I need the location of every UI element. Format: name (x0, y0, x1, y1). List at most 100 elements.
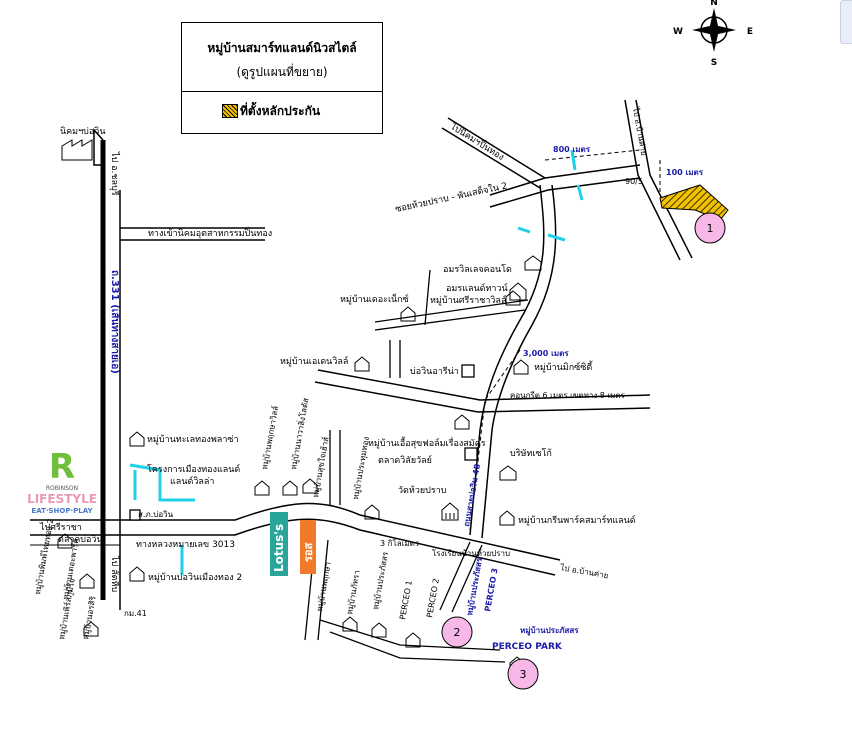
legend-divider (182, 91, 382, 92)
label-market-bo-win: ตลาดบ่อวิน (58, 534, 103, 545)
house-icon (282, 480, 298, 496)
pos-badge: รอส (300, 520, 316, 574)
label-ban-sapan: หมู่บ้านประภัสสร (371, 550, 391, 610)
road-to-pinthong (120, 227, 265, 241)
compass-north: N (710, 0, 718, 8)
label-pond: บ่อวินอารีน่า (410, 366, 459, 377)
label-dist-3km: 3 กิโลเมตร (380, 538, 420, 548)
label-to-khao-khan: ไป อ.บ้านค่าย (559, 563, 609, 580)
road-48 (469, 184, 557, 539)
house-icon (364, 504, 380, 520)
highway-331 (93, 128, 121, 610)
label-road-90: 90/5 (625, 177, 643, 186)
house-icon (454, 414, 470, 430)
label-market: ตลาดวิลัยวัลย์ (378, 454, 432, 466)
pos-label: รอส (302, 542, 315, 562)
house-icon (129, 431, 145, 447)
house-icon (524, 255, 542, 271)
label-to-pinthong-2: ไปนิคมฯปิ่นทอง (448, 119, 507, 163)
temple-icon (441, 502, 459, 521)
marker-1: 1 (694, 212, 726, 244)
legend-title: หมู่บ้านสมาร์ทแลนด์นิวสไตล์ (207, 41, 357, 55)
label-rd48: ถนนสายบ่อวิน 48 (462, 463, 482, 528)
label-dist-100: 100 เมตร (666, 168, 704, 177)
legend: หมู่บ้านสมาร์ทแลนด์นิวสไตล์ (ดูรูปแผนที่… (181, 22, 383, 134)
south-roads (304, 539, 506, 663)
label-ban-green-park: หมู่บ้านกรีนพาร์คสมาร์ทแลนด์ (518, 514, 636, 526)
label-ban-eden-villa: หมู่บ้านเอเดนวิลล์ (280, 355, 348, 367)
house-icon (83, 621, 99, 637)
house-icon (254, 480, 270, 496)
compass-south: S (711, 58, 717, 68)
svg-text:R: R (49, 447, 75, 487)
marker-2: 2 (441, 616, 473, 648)
label-project-tong-land: โครงการเมืองทองแลนด์ (147, 463, 240, 475)
house-icon (513, 359, 529, 375)
label-ban-left3: หมู่บ้านเดอะพาร์ค (60, 538, 82, 601)
compass-east: E (747, 27, 753, 37)
label-concrete-road: คอนกรีต 6 เมตร เขตทาง 8 เมตร (510, 391, 626, 400)
robinson-brand: ROBINSON (46, 485, 78, 492)
label-ban-pratumthong: หมู่บ้านประทุมทอง (351, 436, 372, 501)
label-amor-condo: อมรวิลเลจคอนโด (443, 264, 512, 275)
label-ban-pleasant: หมู่บ้านพฤกษาวิลล์ (259, 405, 281, 471)
label-dist-3000: 3,000 เมตร (523, 349, 569, 358)
highway-3013 (30, 502, 561, 576)
canals (129, 149, 584, 575)
label-to-sriracha: ไปศรีราชา (39, 522, 82, 533)
label-ban-mix-city: หมู่บ้านมิกซ์ซิตี้ (534, 360, 593, 373)
house-icon (505, 290, 521, 306)
factory-icon (499, 465, 517, 481)
factory-icon (61, 139, 93, 161)
compass-rose: N S E W (673, 0, 753, 68)
house-icon (129, 566, 145, 582)
robinson-logo: R ROBINSON LIFESTYLE EAT·SHOP·PLAY (27, 447, 97, 515)
label-perceo2: PERCEO 2 (425, 578, 441, 619)
label-soi-huai-prap: ซอยห้วยปราบ - พันเสด็จใน 2 (394, 178, 508, 214)
legend-swatch (222, 104, 238, 118)
robinson-tagline: EAT·SHOP·PLAY (31, 507, 93, 515)
label-wat-huai-prap: วัดห้วยปราบ (398, 485, 447, 496)
label-perceo3: PERCEO 3 (483, 567, 500, 612)
concrete-road (314, 369, 651, 413)
label-ban-eonsri: หมู่บ้านเอื้อสุขฟอล์มเรื่องสมัคร (368, 436, 486, 449)
label-to-chonburi: ไป อ.ชลบุรี (109, 151, 120, 196)
svg-text:3: 3 (520, 668, 527, 681)
robinson-lifestyle: LIFESTYLE (27, 492, 97, 506)
marker-3: 3 (507, 658, 539, 690)
label-ban-nava: หมู่บ้านนาวาลิ่งโลตัส (287, 397, 311, 471)
label-amor-land: อมรแลนด์ทาวน์ (446, 282, 508, 294)
house-icon (405, 632, 421, 648)
side-panel-tab[interactable] (840, 0, 852, 44)
label-ban-perceo: หมู่บ้านประภัสสร (520, 625, 579, 636)
landmarks (129, 364, 478, 521)
house-icons (57, 139, 542, 672)
label-ban-bo-win-tong2: หมู่บ้านบ่อวินเมืองทอง 2 (148, 572, 242, 583)
lotus-label: Lotus's (272, 524, 286, 572)
house-icon (57, 533, 73, 549)
label-school: โรงเรียนบ้านห้วยปราบ (432, 548, 510, 558)
house-icon (499, 510, 515, 526)
soi-huai-prap (441, 117, 641, 208)
label-ban-left1: หมู่บ้านพิมพ์ไทยทอง 2 (32, 518, 56, 596)
label-km41: กม.41 (124, 609, 147, 618)
label-ban-the-nest: หมู่บ้านเดอะเน็กซ์ (340, 292, 409, 305)
label-land-villa: แลนด์วิลล่า (170, 475, 214, 487)
house-icon (371, 622, 387, 638)
label-dist-800: 800 เมตร (553, 145, 591, 154)
label-ban-left4: หมู่บ้านอรสิริ (81, 595, 99, 641)
label-hwy3013: ทางหลวงหมายเลข 3013 (136, 540, 235, 550)
svg-text:2: 2 (454, 626, 461, 639)
label-ban-pruksa: หมู่บ้านพฤกษา (315, 561, 334, 612)
svg-text:1: 1 (707, 222, 714, 235)
house-icon (79, 573, 95, 589)
distance-lines (469, 149, 661, 531)
legend-location-key: ที่ตั้งหลักประกัน (240, 104, 321, 118)
label-seiko: บริษัทเซโก้ (510, 448, 552, 459)
compass-west: W (673, 27, 683, 37)
label-hwy331: ถ.331 (เส้นทางสายเอ) (109, 270, 121, 374)
label-to-pinthong: ทางเข้านิคมอุตสาหกรรมปิ่นทอง (148, 226, 272, 239)
lotus-badge: Lotus's (270, 512, 288, 576)
